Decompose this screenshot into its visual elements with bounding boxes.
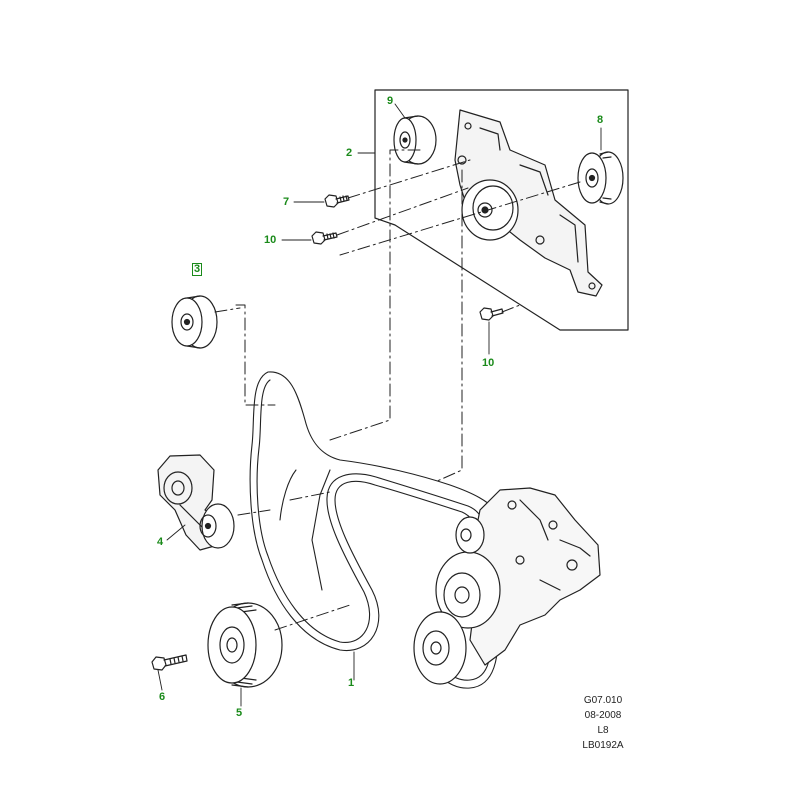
callout-8: 8 [597,114,604,126]
crankshaft-pulley-item-5 [207,602,283,688]
drawing-reference: LB0192A [582,740,624,751]
pulley-item-9 [393,115,437,165]
bolt-item-10-upper [311,231,338,245]
callout-3: 3 [192,263,203,276]
callout-2: 2 [346,147,353,159]
drawing-date: 08-2008 [584,710,622,721]
drawing-code: G07.010 [583,695,623,706]
tensioner-item-4 [157,454,235,551]
bracket-idler-pulley [461,179,519,241]
mounting-bracket [454,109,603,297]
alignment-lines [214,149,581,631]
pulley-item-8 [577,151,624,205]
callout-10-lower: 10 [482,357,495,369]
callout-1: 1 [348,677,355,689]
callout-9: 9 [387,95,394,107]
bolt-item-7 [324,194,350,208]
callout-6: 6 [159,691,166,703]
bolt-item-6 [151,654,188,671]
callout-10-upper: 10 [264,234,277,246]
pulley-item-3 [171,295,218,349]
callout-7: 7 [283,196,290,208]
leader-lines [157,103,602,707]
callout-5: 5 [236,707,243,719]
engine-pulley-assembly [413,487,601,685]
bolt-item-10-lower [479,307,504,321]
engine-code: L8 [597,725,609,736]
bracket-assembly-frame [374,89,629,331]
callout-4: 4 [157,536,164,548]
